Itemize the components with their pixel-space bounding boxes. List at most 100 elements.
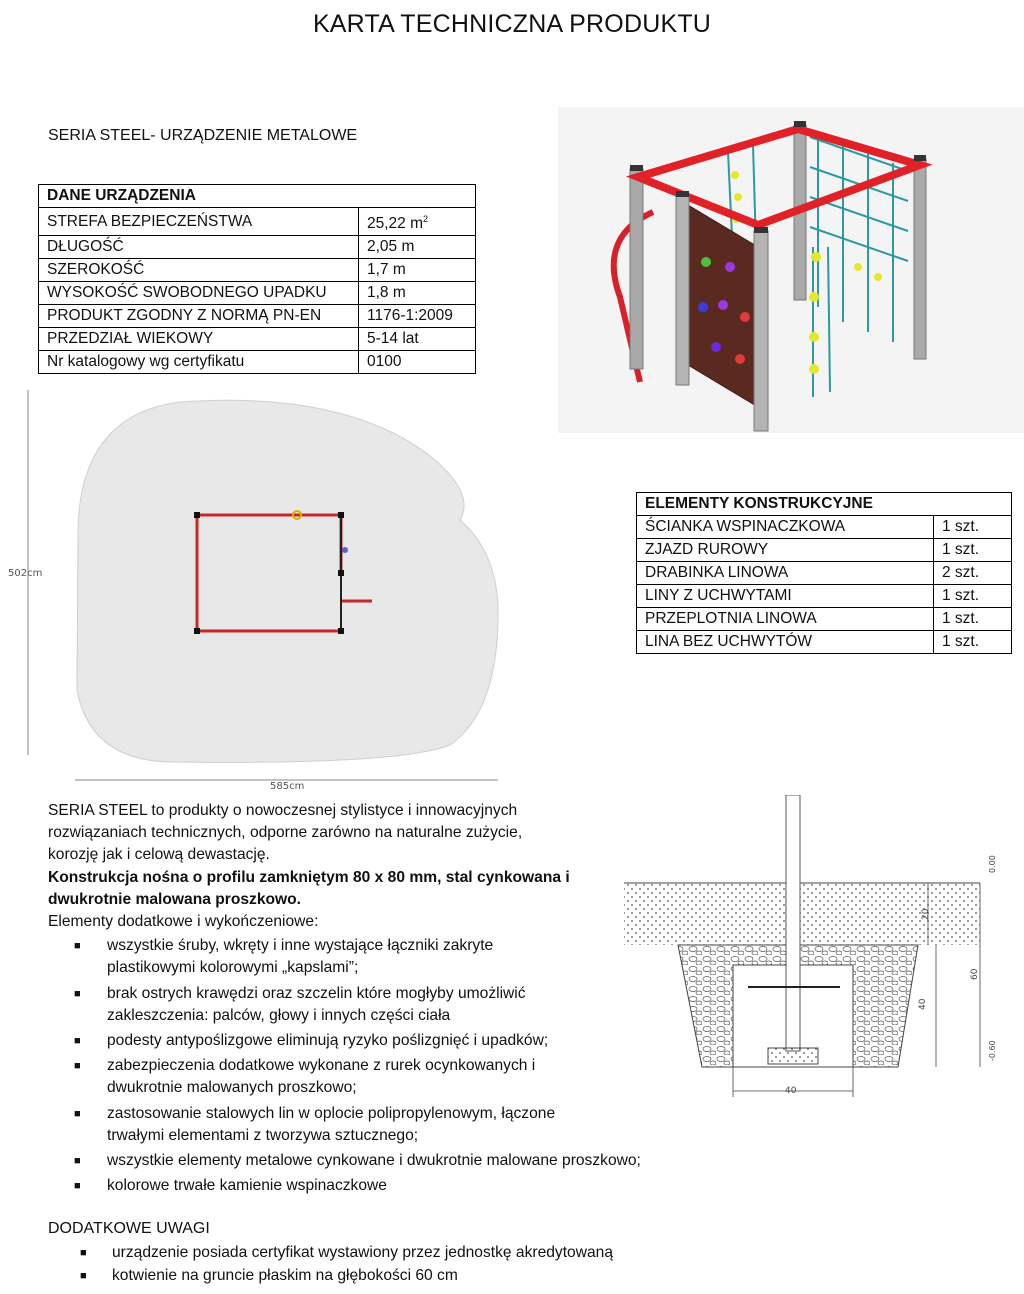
bullet-icon: ■ [74,1035,81,1048]
row-value: 1 szt. [933,584,1012,608]
height-dimension-label: 502cm [8,568,43,579]
bullet-icon: ■ [74,1060,81,1073]
table-header: DANE URZĄDZENIA [38,184,476,208]
table-row: PRZEPLOTNIA LINOWA 1 szt. [636,607,1012,631]
item-line: plastikowymi kolorowymi „kapslami”; [107,959,359,977]
value-superscript: 2 [423,214,429,224]
item-line: zabezpieczenia dodatkowe wykonane z rure… [107,1057,536,1075]
item-line: brak ostrych krawędzi oraz szczelin któr… [107,984,526,1002]
row-label: PRODUKT ZGODNY Z NORMĄ PN-EN [38,304,359,329]
table-row: SZEROKOŚĆ 1,7 m [38,258,476,283]
dimension-40-horizontal-label: 40 [785,1086,797,1096]
list-item: ■ urządzenie posiada certyfikat wystawio… [48,1242,613,1265]
ground-layer [624,883,980,945]
row-label: DRABINKA LINOWA [636,561,934,585]
note-text: kotwienie na gruncie płaskim na głębokoś… [112,1266,458,1284]
post-section [785,794,801,1052]
product-render-graphic [610,121,933,432]
dimension-40-vertical-label: 40 [918,998,928,1010]
item-line: trwałymi elementami z tworzywa sztuczneg… [107,1126,419,1144]
post-caps [630,121,926,233]
plan-graphic [27,390,499,781]
list-item: ■ wszystkie śruby, wkręty i inne wystają… [48,935,608,979]
item-line: zastosowanie stalowych lin w oplocie pol… [107,1104,556,1122]
description-line: korozję jak i celową dewastację. [48,846,270,864]
row-label: STREFA BEZPIECZEŃSTWA [38,206,359,237]
row-label: LINA BEZ UCHWYTÓW [636,630,934,654]
row-label: LINY Z UCHWYTAMI [636,584,934,608]
post [753,230,769,432]
row-value: 1 szt. [933,515,1012,539]
row-label: WYSOKOŚĆ SWOBODNEGO UPADKU [38,281,359,306]
row-label: DŁUGOŚĆ [38,235,359,260]
dimension-lines [732,883,981,1097]
table-header-row: ELEMENTY KONSTRUKCYJNE [636,492,1012,516]
row-value: 0100 [358,350,476,375]
extras-title: Elementy dodatkowe i wykończeniowe: [48,913,319,931]
bullet-icon: ■ [74,1180,81,1193]
item-line: wszystkie elementy metalowe cynkowane i … [107,1152,641,1170]
list-item: ■ podesty antypoślizgowe eliminują ryzyk… [48,1030,608,1052]
level-bottom-label: -0.60 [988,1040,997,1061]
post-markers [194,512,344,634]
list-item: ■ kolorowe trwałe kamienie wspinaczkowe [48,1175,608,1197]
foundation-section-drawing: 0.00 -0.60 20 40 60 40 [618,794,1018,1107]
bullet-icon: ■ [74,940,81,953]
table-header-row: DANE URZĄDZENIA [38,184,476,208]
item-line: dwukrotnie malowanych proszkowo; [107,1079,357,1097]
table-row: DŁUGOŚĆ 2,05 m [38,235,476,260]
table-row: ŚCIANKA WSPINACZKOWA 1 szt. [636,515,1012,539]
list-item: ■ brak ostrych krawędzi oraz szczelin kt… [48,983,608,1027]
features-list: ■ wszystkie śruby, wkręty i inne wystają… [48,935,641,1197]
row-value: 1 szt. [933,607,1012,631]
climbing-hold [342,547,348,553]
top-frame [625,124,933,230]
row-label: ZJAZD RUROWY [636,538,934,562]
product-3d-render [558,107,1024,433]
bullet-icon: ■ [74,1155,81,1168]
post [913,158,927,360]
item-line: kolorowe trwałe kamienie wspinaczkowe [107,1177,387,1195]
item-line: podesty antypoślizgowe eliminują ryzyko … [107,1032,549,1050]
climbing-holds-yellow [731,171,882,374]
climbing-stones [698,257,750,364]
row-value: 1 szt. [933,630,1012,654]
notes-title: DODATKOWE UWAGI [48,1220,210,1237]
table-header: ELEMENTY KONSTRUKCYJNE [636,492,1012,516]
dimension-60-label: 60 [970,968,980,980]
safety-zone [76,399,499,763]
table-row: WYSOKOŚĆ SWOBODNEGO UPADKU 1,8 m [38,281,476,306]
row-label: Nr katalogowy wg certyfikatu [38,350,359,375]
table-row: STREFA BEZPIECZEŃSTWA 25,22 m2 [38,206,476,237]
row-value: 1176-1:2009 [358,304,476,329]
table-row: ZJAZD RUROWY 1 szt. [636,538,1012,562]
table-row: PRODUKT ZGODNY Z NORMĄ PN-EN 1176-1:2009 [38,304,476,329]
item-line: zakleszczenia: palców, głowy i innych cz… [107,1006,451,1024]
bullet-icon: ■ [74,987,81,1000]
table-row: LINY Z UCHWYTAMI 1 szt. [636,584,1012,608]
list-item: ■ zastosowanie stalowych lin w oplocie p… [48,1103,608,1147]
construction-note: dwukrotnie malowana proszkowo. [48,890,302,908]
table-row: PRZEDZIAŁ WIEKOWY 5-14 lat [38,327,476,352]
page-title: KARTA TECHNICZNA PRODUKTU [312,10,712,38]
post [675,194,690,386]
note-text: urządzenie posiada certyfikat wystawiony… [112,1244,613,1261]
level-top-label: 0.00 [988,855,997,873]
value-text: 25,22 m [367,215,424,233]
row-value: 25,22 m2 [358,206,476,237]
row-label: SZEROKOŚĆ [38,258,359,283]
bullet-icon: ■ [80,1247,87,1259]
bullet-icon: ■ [74,1107,81,1120]
description-line: SERIA STEEL to produkty o nowoczesnej st… [48,802,518,819]
width-dimension-label: 585cm [270,781,305,792]
row-value: 1,8 m [358,281,476,306]
row-value: 1 szt. [933,538,1012,562]
description-line: rozwiązaniach technicznych, odporne zaró… [48,824,523,842]
row-label: ŚCIANKA WSPINACZKOWA [636,515,934,539]
row-value: 5-14 lat [358,327,476,352]
product-description: SERIA STEEL to produkty o nowoczesnej st… [48,800,641,1197]
yellow-marker [292,510,302,520]
base-gravel [767,1047,819,1065]
table-row: DRABINKA LINOWA 2 szt. [636,561,1012,585]
list-item: ■ zabezpieczenia dodatkowe wykonane z ru… [48,1055,608,1099]
